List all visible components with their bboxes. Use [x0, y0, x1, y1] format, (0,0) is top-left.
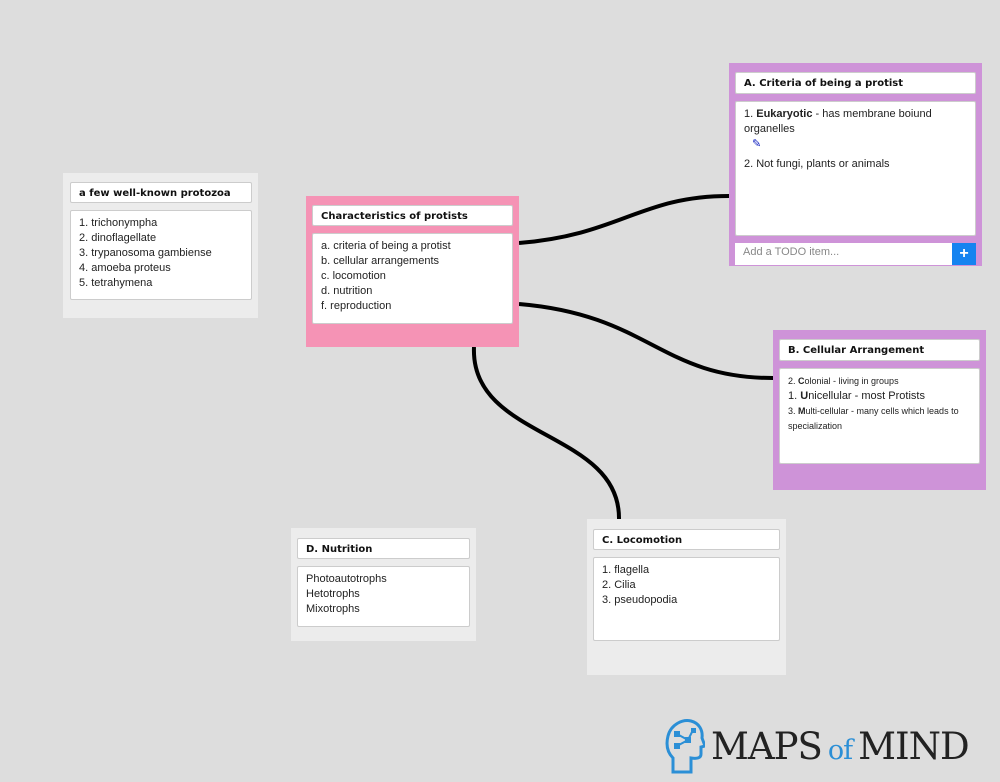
node-cellular[interactable]: B. Cellular Arrangement 2. Colonial - li… [773, 330, 986, 490]
list-item: Mixotrophs [306, 603, 360, 615]
head-network-icon [665, 719, 705, 774]
node-title[interactable]: Characteristics of protists [312, 205, 513, 226]
node-protozoa[interactable]: a few well-known protozoa 1. trichonymph… [63, 173, 258, 318]
list-item: 4. amoeba proteus [79, 262, 171, 274]
node-body[interactable]: 1. Eukaryotic - has membrane boiund orga… [735, 101, 976, 236]
link-to-cellular [518, 302, 774, 380]
list-item: b. cellular arrangements [321, 255, 440, 267]
add-todo-button[interactable]: + [952, 243, 976, 265]
edit-pencil-icon[interactable]: ✎ [752, 138, 762, 150]
list-item: 1. trichonympha [79, 217, 158, 229]
node-title[interactable]: D. Nutrition [297, 538, 470, 559]
link-to-criteria [518, 194, 730, 245]
list-item: 1. Eukaryotic - has membrane boiund orga… [744, 108, 932, 135]
list-item: 3. trypanosoma gambiense [79, 247, 212, 259]
node-title[interactable]: C. Locomotion [593, 529, 780, 550]
list-item: 2. Cilia [602, 579, 636, 591]
list-item: 1. Unicellular - most Protists [788, 390, 925, 402]
list-item: Photoautotrophs [306, 573, 387, 585]
list-item: 2. dinoflagellate [79, 232, 157, 244]
todo-input[interactable]: Add a TODO item... [735, 243, 952, 265]
node-body[interactable]: 2. Colonial - living in groups 1. Unicel… [779, 368, 980, 464]
list-item: f. reproduction [321, 300, 392, 312]
list-item: c. locomotion [321, 270, 386, 282]
list-item: a. criteria of being a protist [321, 240, 451, 252]
node-body[interactable]: Photoautotrophs Hetotrophs Mixotrophs [297, 566, 470, 627]
node-criteria[interactable]: A. Criteria of being a protist 1. Eukary… [729, 63, 982, 266]
list-item: 5. tetrahymena [79, 277, 153, 289]
node-title[interactable]: a few well-known protozoa [70, 182, 252, 203]
node-body[interactable]: 1. trichonympha 2. dinoflagellate 3. try… [70, 210, 252, 300]
list-item: 2. Colonial - living in groups [788, 376, 899, 386]
list-item: 3. Multi-cellular - many cells which lea… [788, 406, 959, 431]
node-title[interactable]: B. Cellular Arrangement [779, 339, 980, 361]
node-characteristics[interactable]: Characteristics of protists a. criteria … [306, 196, 519, 347]
list-item: d. nutrition [321, 285, 373, 297]
node-locomotion[interactable]: C. Locomotion 1. flagella 2. Cilia 3. ps… [587, 519, 786, 675]
node-title[interactable]: A. Criteria of being a protist [735, 72, 976, 94]
list-item: Hetotrophs [306, 588, 360, 600]
list-item: 1. flagella [602, 564, 650, 576]
link-to-locomotion [471, 346, 622, 520]
list-item: 2. Not fungi, plants or animals [744, 158, 890, 170]
node-body[interactable]: a. criteria of being a protist b. cellul… [312, 233, 513, 324]
node-body[interactable]: 1. flagella 2. Cilia 3. pseudopodia [593, 557, 780, 641]
list-item: 3. pseudopodia [602, 594, 678, 606]
node-nutrition[interactable]: D. Nutrition Photoautotrophs Hetotrophs … [291, 528, 476, 641]
